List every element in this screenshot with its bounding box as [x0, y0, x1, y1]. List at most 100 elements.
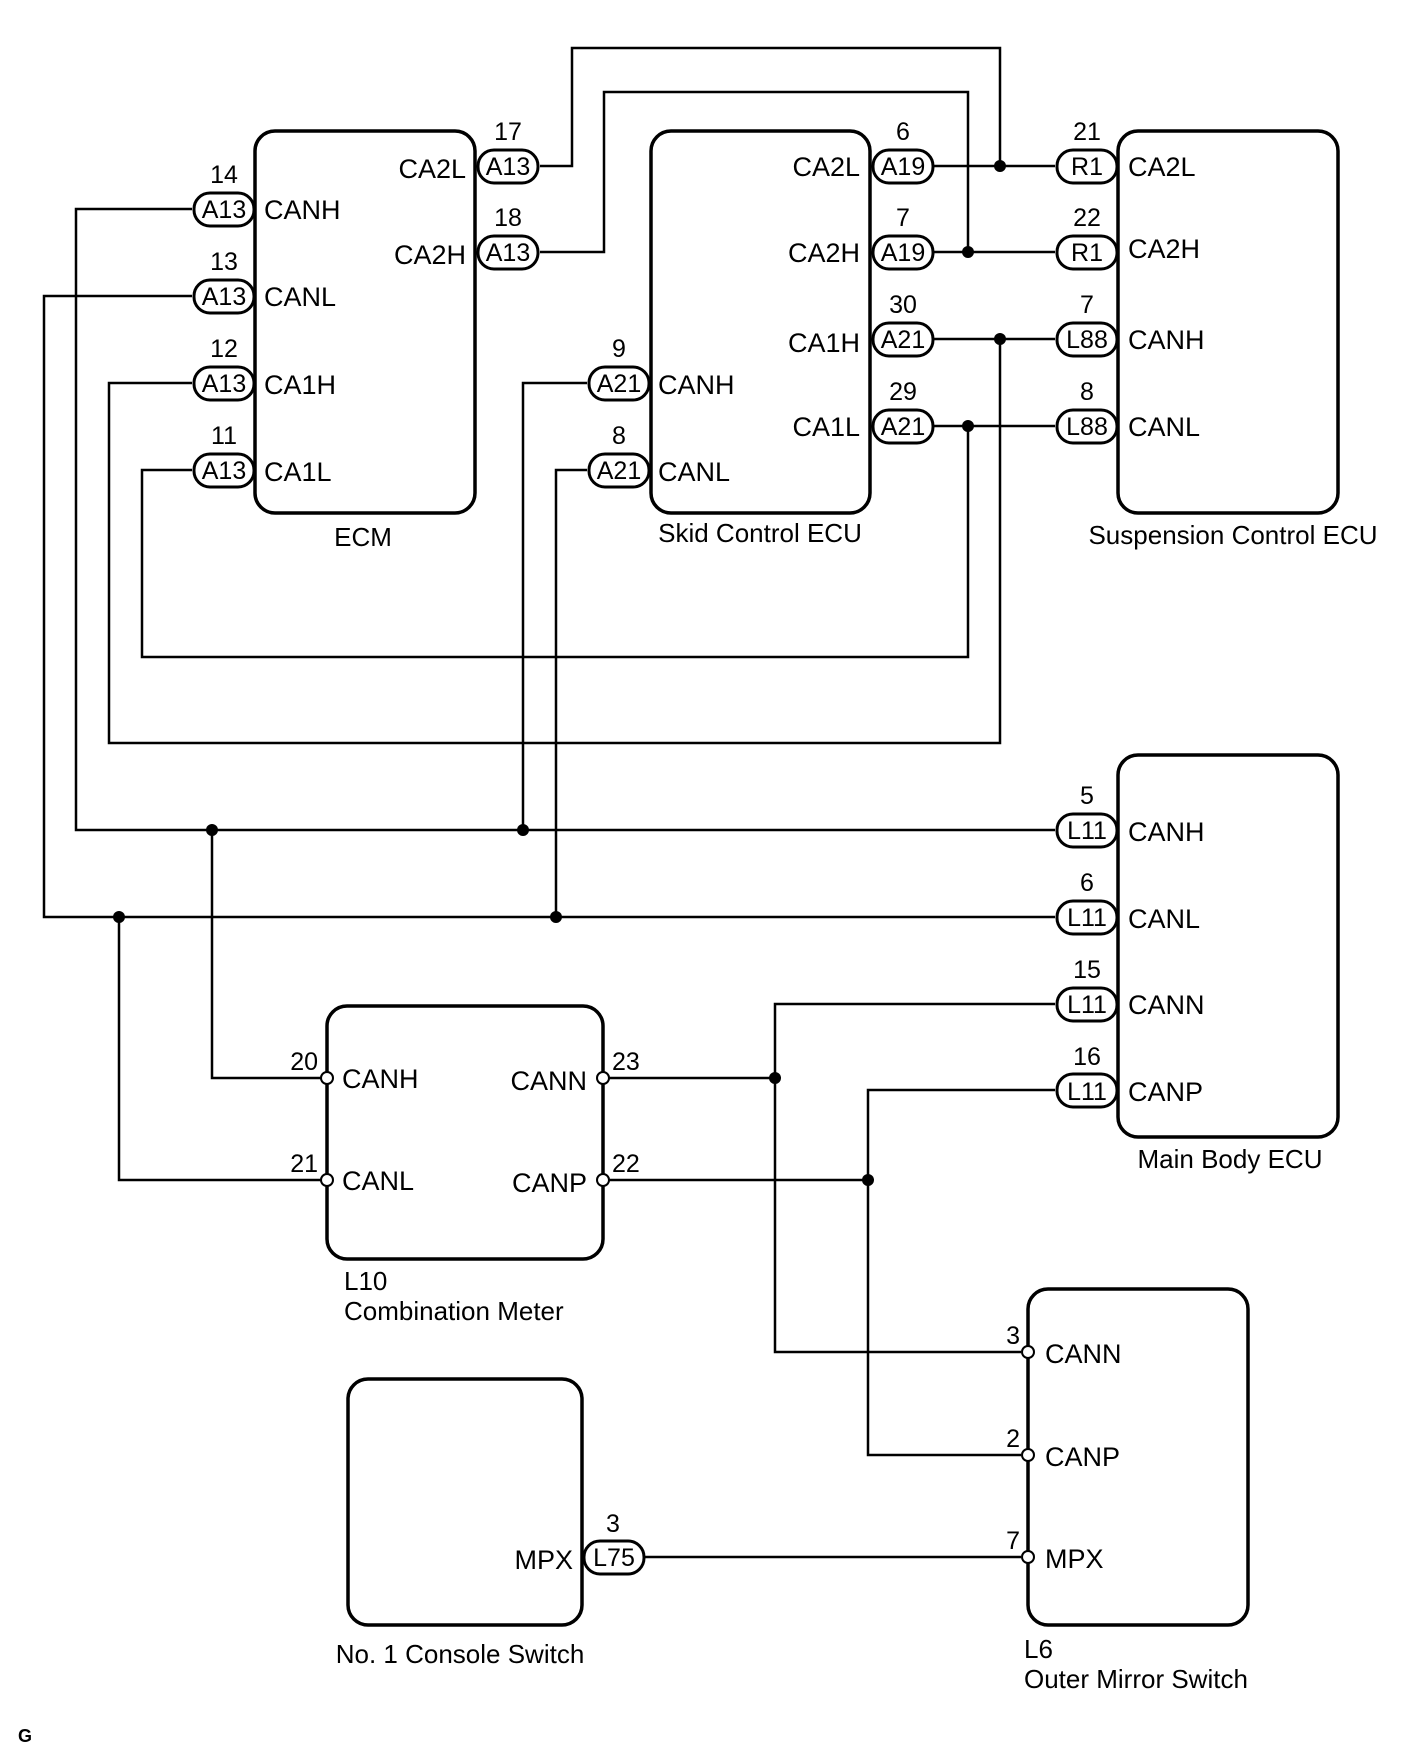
pin-number: 15 — [1073, 956, 1101, 984]
junction-canp — [862, 1174, 874, 1186]
connector-code: A13 — [486, 153, 530, 181]
combination-meter-labels: 20 CANH 21 CANL 23 CANN 22 CANP L10 Comb… — [290, 1048, 640, 1326]
connector-pill — [587, 365, 651, 402]
connector-code: A13 — [202, 283, 246, 311]
pin-ring — [320, 1071, 334, 1085]
pin-number: 9 — [612, 335, 626, 363]
connector-code: L11 — [1067, 817, 1107, 845]
suspension-control-ecu-box — [1116, 129, 1340, 515]
signal-label: CA2H — [1128, 234, 1200, 264]
signal-label: CA1L — [264, 457, 332, 487]
junction-canh-skid — [517, 824, 529, 836]
connector-pill — [582, 1539, 646, 1576]
connector-code: A13 — [486, 239, 530, 267]
connector-pill — [192, 278, 256, 315]
pin-number: 22 — [1073, 204, 1101, 232]
connector-pill — [192, 365, 256, 402]
connector-code: L88 — [1066, 413, 1108, 441]
signal-label: CA1L — [792, 412, 860, 442]
wire-ecm-ca2l — [540, 46, 1002, 168]
pin-number: 3 — [606, 1510, 620, 1538]
ecm-title: ECM — [334, 522, 392, 552]
signal-label: CA2H — [394, 240, 466, 270]
wires — [42, 46, 1055, 1559]
connector-code: A21 — [597, 370, 641, 398]
signal-label: CANL — [658, 457, 730, 487]
signal-label: CANH — [1128, 325, 1205, 355]
connector-code: L11 — [1067, 1078, 1107, 1106]
pin-ring — [1021, 1550, 1035, 1564]
junction-ca2l — [994, 160, 1006, 172]
pin-ring — [320, 1173, 334, 1187]
signal-label: CA2H — [788, 238, 860, 268]
signal-label: CANN — [510, 1066, 587, 1096]
ecm-box — [253, 129, 477, 515]
ecm-labels: 14 A13 CANH 13 A13 CANL 12 A13 CA1H 11 A… — [202, 118, 530, 552]
connector-pill — [1055, 234, 1119, 271]
connector-code: R1 — [1071, 153, 1103, 181]
pin-number: 12 — [210, 335, 238, 363]
pin-number: 5 — [1080, 782, 1094, 810]
main-body-ecu-box — [1116, 753, 1340, 1139]
wire-meter-canh — [210, 830, 322, 1080]
pin-number: 14 — [210, 161, 238, 189]
connector-code: L11 — [1067, 904, 1107, 932]
pin-number: 8 — [1080, 378, 1094, 406]
pin-number: 18 — [494, 204, 522, 232]
connector-code: A19 — [881, 153, 925, 181]
pin-number: 21 — [1073, 118, 1101, 146]
connector-code: A21 — [881, 326, 925, 354]
main-body-ecu-title: Main Body ECU — [1138, 1144, 1323, 1174]
combination-meter-code: L10 — [344, 1266, 387, 1296]
connector-code: A13 — [202, 196, 246, 224]
connector-code: R1 — [1071, 239, 1103, 267]
connector-pill — [871, 234, 935, 271]
connector-pill — [587, 452, 651, 489]
console-switch-box — [346, 1377, 584, 1627]
wire-canh-bus — [74, 207, 1055, 832]
wire-ecm-ca1l — [140, 426, 970, 659]
connector-code: L11 — [1067, 991, 1107, 1019]
connector-pill — [476, 234, 540, 271]
junction-ca2h — [962, 246, 974, 258]
connector-code: A13 — [202, 457, 246, 485]
main-body-labels: 5 L11 CANH 6 L11 CANL 15 L11 CANN 16 L11… — [1067, 782, 1322, 1174]
signal-label: CA2L — [398, 154, 466, 184]
skid-control-ecu-title: Skid Control ECU — [658, 518, 862, 548]
signal-label: CANN — [1045, 1339, 1122, 1369]
connector-code: L75 — [593, 1544, 635, 1572]
connector-pill — [192, 191, 256, 228]
signal-label: CANH — [264, 195, 341, 225]
wire-ecm-ca1h — [107, 339, 1002, 745]
pin-number: 16 — [1073, 1043, 1101, 1071]
pin-ring — [596, 1173, 610, 1187]
wire-cann-bus — [773, 1002, 1055, 1354]
connector-pill — [1055, 148, 1119, 185]
signal-label: CANL — [1128, 412, 1200, 442]
suspension-labels: 21 R1 CA2L 22 R1 CA2H 7 L88 CANH 8 L88 C… — [1066, 118, 1377, 550]
pin-ring — [596, 1071, 610, 1085]
ecu-boxes — [253, 129, 1340, 1627]
pin-number: 20 — [290, 1048, 318, 1076]
skid-labels: 9 A21 CANH 8 A21 CANL 6 A19 CA2L 7 A19 C… — [597, 118, 925, 548]
pin-number: 2 — [1006, 1425, 1020, 1453]
connector-pill — [871, 148, 935, 185]
junction-canl-meter — [113, 911, 125, 923]
suspension-control-ecu-title: Suspension Control ECU — [1088, 520, 1377, 550]
signal-label: CANN — [1128, 990, 1205, 1020]
connector-pill — [1055, 321, 1119, 358]
junction-ca1h — [994, 333, 1006, 345]
wire-canp-bus — [866, 1088, 1055, 1457]
wire-skid-canh — [521, 381, 587, 830]
pin-number: 22 — [612, 1150, 640, 1178]
pin-number: 6 — [1080, 869, 1094, 897]
outer-mirror-code: L6 — [1024, 1634, 1053, 1664]
signal-label: CANP — [1128, 1077, 1203, 1107]
pin-number: 8 — [612, 422, 626, 450]
connector-code: A19 — [881, 239, 925, 267]
signal-label: CA2L — [792, 152, 860, 182]
connector-pill — [1055, 899, 1119, 936]
console-switch-labels: 3 L75 MPX No. 1 Console Switch — [336, 1510, 635, 1669]
connector-code: L88 — [1066, 326, 1108, 354]
connector-code: A21 — [881, 413, 925, 441]
